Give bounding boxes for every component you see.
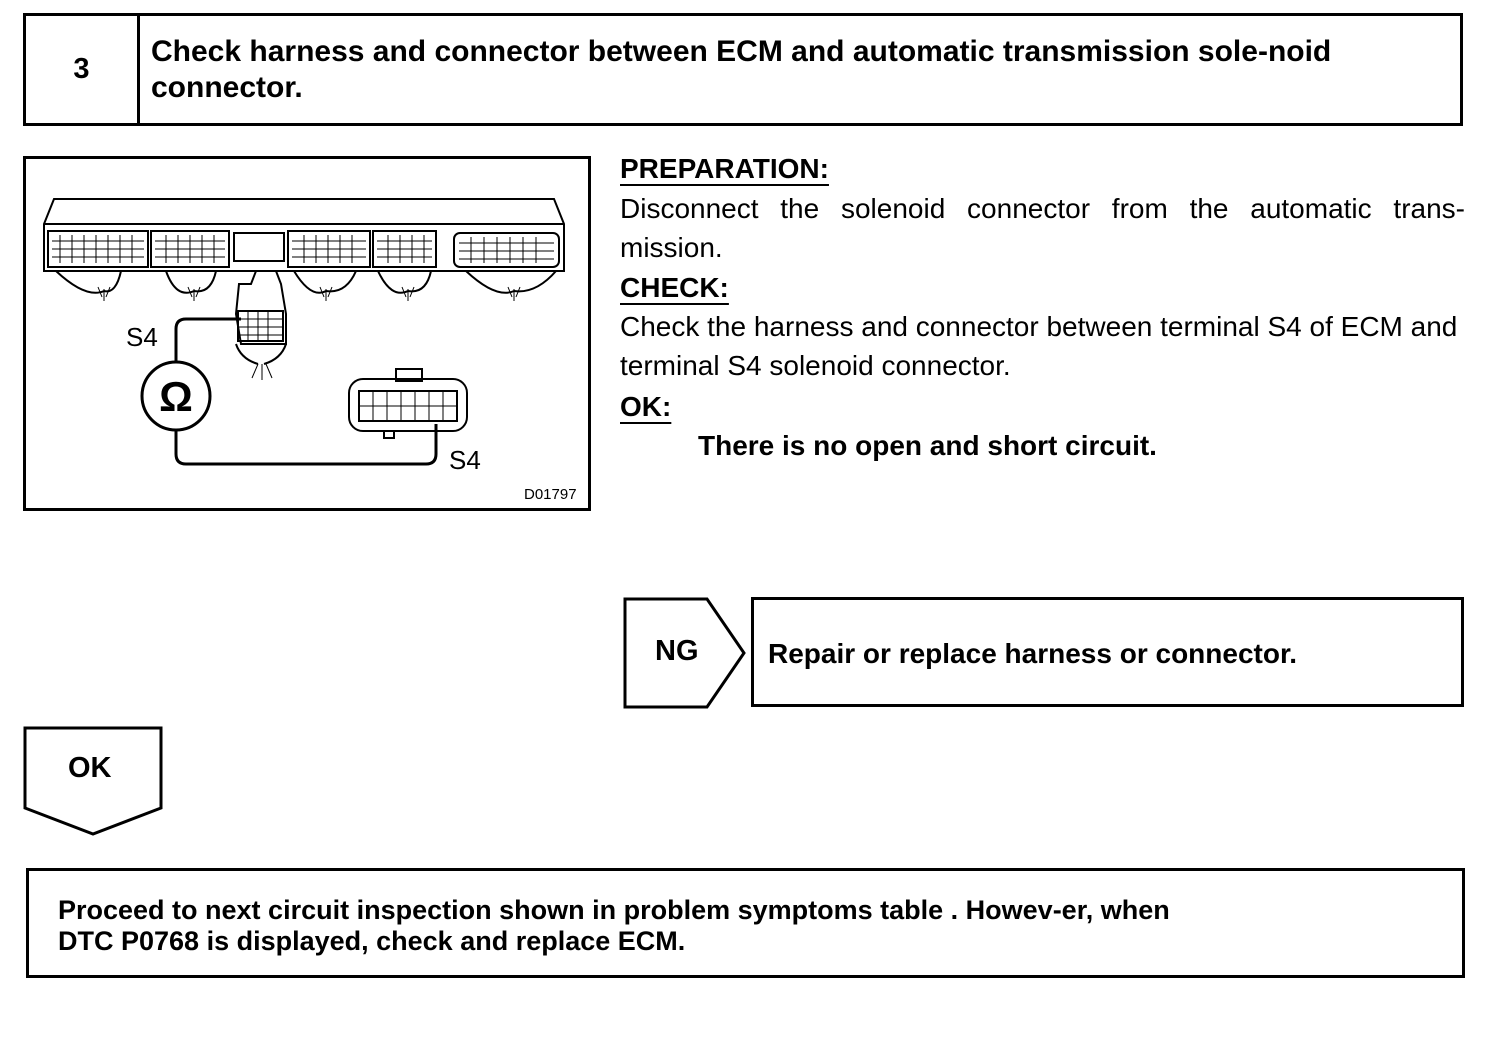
ng-action-text: Repair or replace harness or connector.	[768, 638, 1298, 669]
step-header: 3 Check harness and connector between EC…	[23, 13, 1463, 126]
ohmmeter-symbol: Ω	[159, 373, 193, 420]
step-title: Check harness and connector between ECM …	[151, 35, 1332, 104]
ng-action-box: Repair or replace harness or connector.	[751, 597, 1464, 707]
figure-code: D01797	[524, 486, 577, 503]
ok-criteria-text: There is no open and short circuit.	[698, 430, 1157, 461]
ecm-side-lead	[174, 317, 241, 371]
next-step-box: Proceed to next circuit inspection shown…	[26, 868, 1465, 978]
ng-arrow-tag	[623, 597, 746, 709]
solenoid-side-lead	[174, 421, 438, 466]
ok-arrow-tag	[23, 726, 163, 836]
next-step-text: Proceed to next circuit inspection shown…	[58, 895, 1170, 956]
check-heading: CHECK:	[620, 272, 729, 303]
wiring-diagram: Ω S4 S4 D01797	[43, 198, 577, 503]
ecm-connector-icon	[43, 198, 565, 301]
ok-label: OK	[68, 752, 112, 784]
ecm-terminal-label: S4	[126, 322, 158, 352]
wiring-figure: Ω S4 S4 D01797	[23, 156, 591, 511]
ng-label: NG	[655, 635, 699, 667]
preparation-heading: PREPARATION:	[620, 153, 829, 184]
solenoid-connector-icon	[348, 368, 468, 439]
check-text: Check the harness and connector between …	[620, 311, 1458, 381]
solenoid-terminal-label: S4	[449, 445, 481, 475]
ok-criteria-heading: OK:	[620, 391, 672, 422]
preparation-text: Disconnect the solenoid connector from t…	[620, 193, 1465, 263]
ohmmeter-icon: Ω	[140, 360, 212, 432]
step-number: 3	[26, 16, 140, 123]
mating-connector-icon	[234, 270, 287, 380]
